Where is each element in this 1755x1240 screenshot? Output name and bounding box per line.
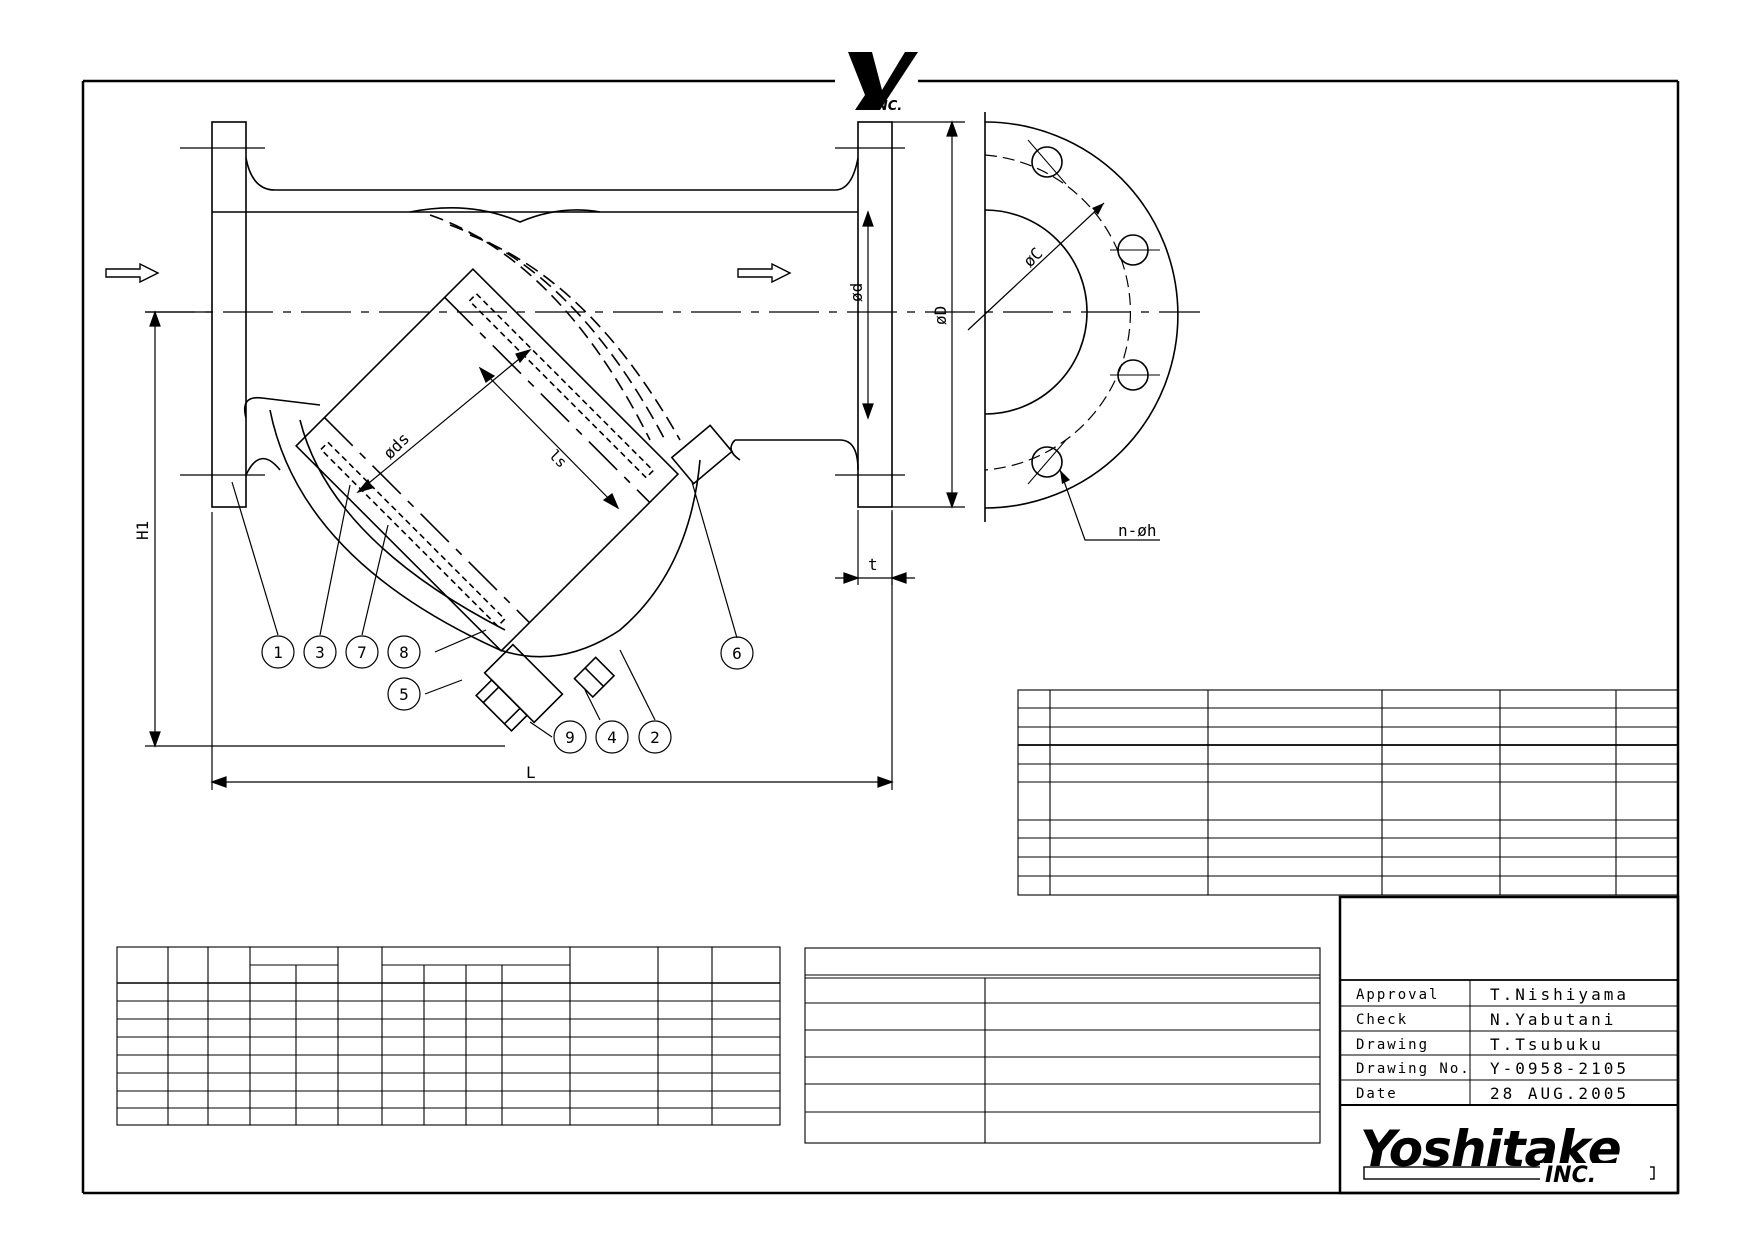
top-logo-mark: INC. bbox=[848, 52, 918, 114]
dim-L-label: L bbox=[526, 763, 536, 782]
tb-date-value: 28 AUG.2005 bbox=[1490, 1084, 1629, 1103]
company-logo: Yoshitake INC. bbox=[1360, 1120, 1655, 1188]
dimension-lines bbox=[145, 120, 965, 790]
dim-C-label: øC bbox=[1019, 244, 1046, 271]
balloon-4: 4 bbox=[607, 728, 617, 747]
tb-check-value: N.Yabutani bbox=[1490, 1010, 1616, 1029]
tb-approval-label: Approval bbox=[1356, 987, 1439, 1003]
flow-arrows bbox=[105, 262, 792, 284]
balloon-1: 1 bbox=[273, 643, 283, 662]
dim-ls-label: ls bbox=[545, 446, 571, 472]
company-sub: INC. bbox=[1545, 1163, 1596, 1188]
tb-drawing-no-label: Drawing No. bbox=[1356, 1061, 1471, 1077]
notes-table bbox=[804, 947, 1321, 1144]
balloon-8: 8 bbox=[399, 643, 409, 662]
dim-t-label: t bbox=[868, 555, 878, 574]
tb-approval-value: T.Nishiyama bbox=[1490, 985, 1629, 1004]
top-logo-sub: INC. bbox=[872, 99, 902, 114]
title-block bbox=[1338, 895, 1680, 1195]
dim-H1-label: H1 bbox=[133, 521, 152, 540]
balloon-9: 9 bbox=[565, 728, 575, 747]
strainer-body bbox=[211, 121, 893, 733]
drawing-frame bbox=[81, 79, 1680, 1195]
tb-drawing-label: Drawing bbox=[1356, 1037, 1429, 1053]
title-block-text: Approval T.Nishiyama Check N.Yabutani Dr… bbox=[1356, 985, 1629, 1103]
dim-D-label: øD bbox=[931, 306, 950, 325]
tb-drawing-no-value: Y-0958-2105 bbox=[1490, 1059, 1629, 1078]
balloon-2: 2 bbox=[650, 728, 660, 747]
parts-table bbox=[1017, 689, 1679, 896]
flange-end-view bbox=[967, 112, 1179, 541]
balloon-6: 6 bbox=[732, 644, 742, 663]
tb-drawing-value: T.Tsubuku bbox=[1490, 1035, 1604, 1054]
dim-d-label: ød bbox=[847, 283, 866, 302]
dimension-table bbox=[116, 946, 781, 1126]
dim-holes-label: n-øh bbox=[1118, 521, 1157, 540]
balloon-5: 5 bbox=[399, 685, 409, 704]
part-balloons bbox=[231, 481, 754, 754]
balloon-3: 3 bbox=[315, 643, 325, 662]
dim-ds-label: øds bbox=[379, 429, 413, 463]
tb-check-label: Check bbox=[1356, 1012, 1408, 1028]
dimension-labels: ød øD øC øds ls H1 L t n-øh bbox=[133, 244, 1157, 782]
tb-date-label: Date bbox=[1356, 1086, 1398, 1102]
centerlines bbox=[145, 147, 1200, 476]
part-balloon-labels: 1 3 7 8 5 9 4 2 6 bbox=[273, 643, 742, 747]
balloon-7: 7 bbox=[357, 643, 367, 662]
